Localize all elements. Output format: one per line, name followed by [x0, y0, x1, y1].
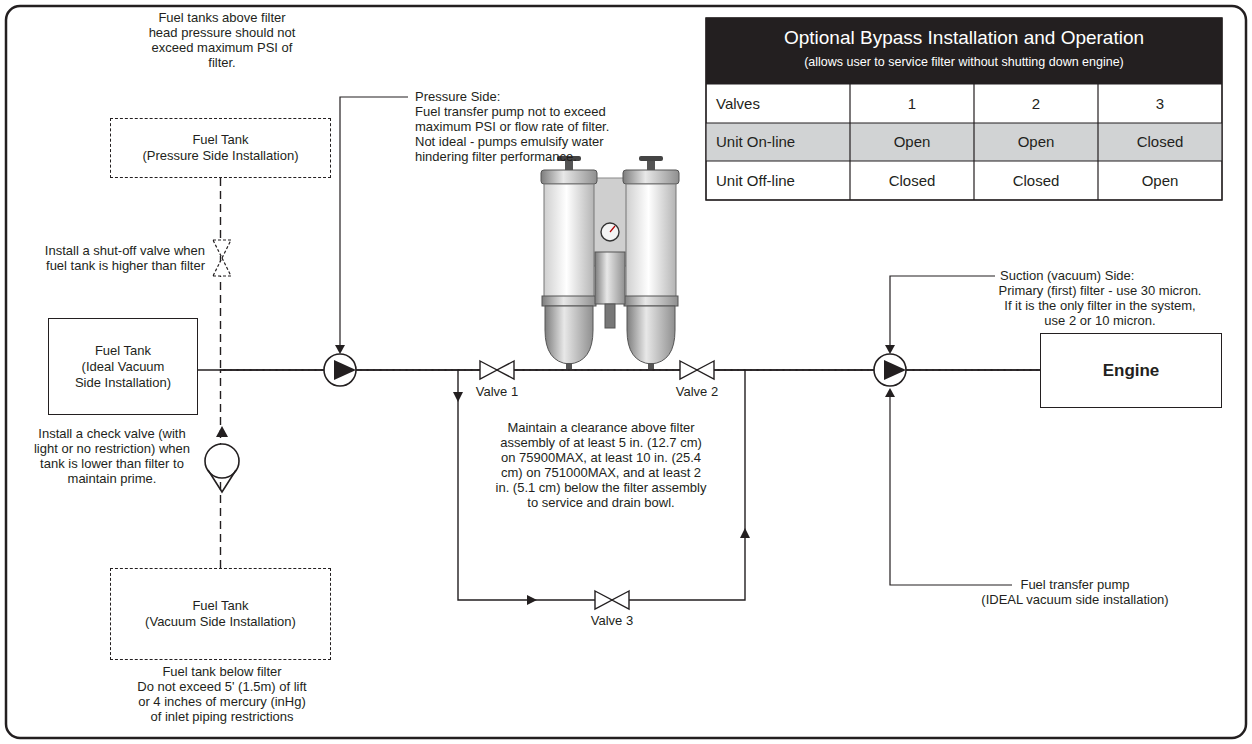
- table-cell: Closed: [850, 161, 974, 200]
- pump-symbol: [874, 354, 906, 386]
- note: Fuel tanks above filter head pressure sh…: [144, 10, 300, 70]
- shutoff-valve-symbol: [213, 258, 231, 276]
- table-cell: Open: [1098, 161, 1222, 200]
- t-handle: [647, 160, 655, 171]
- box-heading: Engine: [1103, 360, 1160, 381]
- pipe-line: [221, 370, 1041, 568]
- flow-arrow: [740, 528, 750, 538]
- note: Install a check valve (with light or no …: [26, 426, 198, 486]
- table-cell: 3: [1098, 84, 1222, 123]
- frame: [6, 6, 1246, 738]
- table-subtitle: (allows user to service filter without s…: [706, 53, 1222, 71]
- leader-line: [890, 276, 995, 346]
- leader-line: [340, 97, 408, 346]
- valve-symbol: [612, 591, 629, 609]
- table-cell: Open: [974, 123, 1098, 161]
- filter-lid: [541, 170, 597, 184]
- selector-lever: [605, 304, 615, 328]
- table-row-shade: [706, 123, 1222, 161]
- note-heading: Fuel tank below filter: [122, 664, 322, 679]
- flow-arrow: [527, 595, 537, 605]
- bypass-line: [458, 370, 745, 600]
- table-cell: Unit On-line: [716, 123, 850, 161]
- arrowhead: [885, 345, 895, 354]
- note: Do not exceed 5' (1.5m) of lift or 4 inc…: [132, 679, 312, 724]
- table-cell: 2: [974, 84, 1098, 123]
- table-cell: Unit Off-line: [716, 161, 850, 200]
- table-header: [706, 18, 1222, 84]
- filter-bowl: [627, 306, 675, 364]
- table-title: Optional Bypass Installation and Operati…: [706, 24, 1222, 52]
- leader-line: [890, 396, 1012, 585]
- valve-label: Valve 3: [572, 613, 652, 628]
- callout-heading: Suction (vacuum) Side:: [1000, 268, 1150, 283]
- tank-box: Fuel Tank(Pressure Side Installation): [110, 118, 331, 178]
- filter-bowl: [545, 306, 593, 364]
- vacuum-gauge: [601, 223, 619, 241]
- callout-heading: Fuel transfer pump: [1000, 577, 1150, 592]
- valve-symbol: [697, 361, 714, 379]
- check-valve-symbol: [208, 470, 236, 492]
- table-cell: Closed: [1098, 123, 1222, 161]
- drain-valve: [648, 363, 654, 369]
- filter-collar: [624, 296, 678, 306]
- filter-lid: [623, 170, 679, 184]
- table-cell: Open: [850, 123, 974, 161]
- valve-symbol: [595, 591, 612, 609]
- valve-symbol: [480, 361, 497, 379]
- t-handle: [639, 156, 663, 161]
- valve-label: Valve 1: [457, 384, 537, 399]
- box-text: (Ideal Vacuum Side Installation): [69, 359, 177, 391]
- callout-note: Primary (first) filter - use 30 micron. …: [997, 283, 1203, 328]
- pump-symbol: [324, 354, 356, 386]
- filter-head: [595, 252, 625, 304]
- note: Maintain a clearance above filter assemb…: [494, 420, 708, 510]
- note: Install a shut-off valve when fuel tank …: [35, 243, 205, 273]
- tank-box: Fuel Tank(Vacuum Side Installation): [110, 568, 331, 660]
- pump-arrow: [334, 360, 356, 380]
- gauge-needle: [610, 226, 615, 232]
- filter-body: [544, 184, 594, 298]
- shutoff-valve-symbol: [213, 240, 231, 258]
- table-outline: [706, 18, 1222, 200]
- pump-arrow: [884, 360, 906, 380]
- arrowhead: [335, 345, 345, 354]
- engine-box: Engine: [1040, 333, 1222, 408]
- box-text: (Vacuum Side Installation): [145, 614, 296, 630]
- callout-note: (IDEAL vacuum side installation): [965, 592, 1185, 607]
- arrowhead: [216, 426, 228, 437]
- box-text: (Pressure Side Installation): [142, 148, 298, 164]
- filter-assembly: [541, 156, 679, 369]
- box-heading: Fuel Tank: [95, 343, 151, 359]
- pipe-line: [221, 178, 1041, 370]
- box-heading: Fuel Tank: [192, 598, 248, 614]
- valve-label: Valve 2: [657, 384, 737, 399]
- valve-symbol: [680, 361, 697, 379]
- flow-arrow: [453, 392, 463, 402]
- table-cell: Closed: [974, 161, 1098, 200]
- table-body: [706, 18, 1222, 200]
- valve-symbol: [497, 361, 514, 379]
- drain-valve: [566, 363, 572, 369]
- tank-box: Fuel Tank(Ideal Vacuum Side Installation…: [48, 318, 198, 415]
- callout-heading: Pressure Side:: [415, 89, 535, 104]
- table-cell: Valves: [716, 84, 850, 123]
- pipe-line: [221, 178, 1041, 370]
- arrowhead: [885, 388, 895, 397]
- filter-collar: [542, 296, 596, 306]
- table-grid: [706, 84, 1222, 200]
- box-heading: Fuel Tank: [192, 132, 248, 148]
- callout-note: Fuel transfer pump not to exceed maximum…: [415, 104, 627, 164]
- pipe-line: [221, 370, 1041, 568]
- filter-body: [626, 184, 676, 298]
- table-cell: 1: [850, 84, 974, 123]
